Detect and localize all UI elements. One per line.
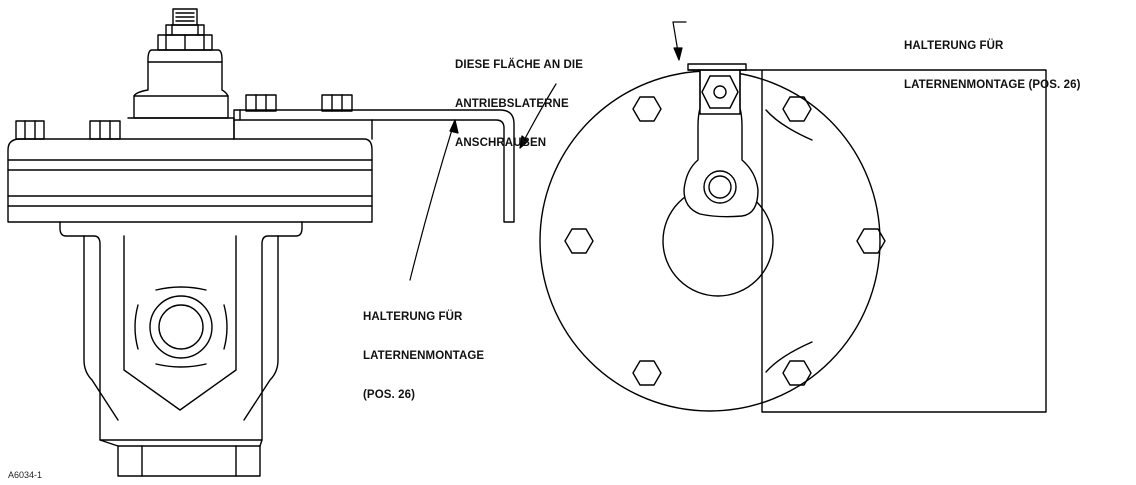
arrow-bolt-face <box>519 135 529 149</box>
arrow-bracket-left <box>449 119 459 134</box>
leader-lines <box>409 21 687 281</box>
lower-housing <box>59 221 303 477</box>
callout-bracket-left-line1: HALTERUNG FÜR <box>363 311 463 323</box>
callout-bolt-face-line3: ANSCHRAUBEN <box>455 137 547 149</box>
callout-bracket-right: HALTERUNG FÜR LATERNENMONTAGE (POS. 26) <box>904 14 1081 118</box>
callout-bracket-right-line1: HALTERUNG FÜR <box>904 40 1004 52</box>
callout-bolt-face-line1: DIESE FLÄCHE AN DIE <box>455 59 583 71</box>
leader-bracket-left <box>409 119 456 281</box>
callout-bracket-left: HALTERUNG FÜR LATERNENMONTAGE (POS. 26) <box>363 285 484 428</box>
callout-bracket-left-line2: LATERNENMONTAGE <box>363 350 485 362</box>
left-top-bolts <box>15 94 353 140</box>
bracket-plate-front <box>691 69 1047 413</box>
figure-id: A6034-1 <box>8 470 43 480</box>
callout-bolt-face: DIESE FLÄCHE AN DIE ANTRIEBSLATERNE ANSC… <box>455 33 583 176</box>
leader-bracket-right <box>672 21 687 53</box>
dome-bonnet <box>133 49 229 119</box>
callout-bracket-left-line3: (POS. 26) <box>363 389 416 401</box>
mounting-bracket-side <box>233 109 515 223</box>
top-nut <box>157 8 213 51</box>
positioner-front-view <box>539 63 1047 413</box>
main-body <box>7 117 373 223</box>
callout-bracket-right-line2: LATERNENMONTAGE (POS. 26) <box>904 79 1081 91</box>
cam-lever <box>662 63 774 297</box>
callout-bolt-face-line2: ANTRIEBSLATERNE <box>455 98 569 110</box>
positioner-side-view <box>7 8 515 477</box>
arrow-bracket-right <box>673 47 683 61</box>
hex-bolts <box>564 96 886 386</box>
